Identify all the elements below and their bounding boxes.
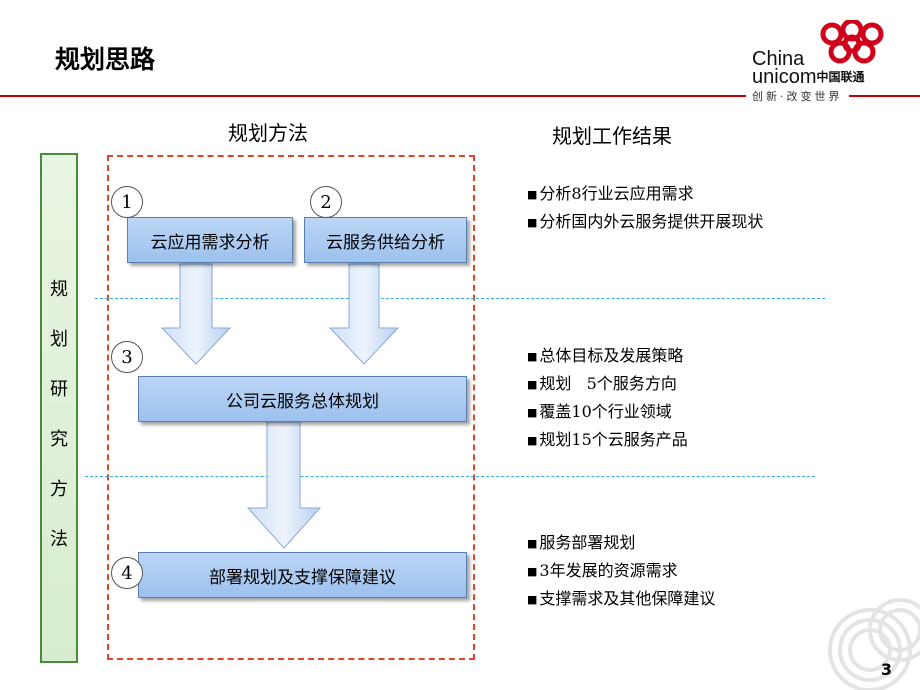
step-box-supply: 云服务供给分析 [304, 217, 467, 263]
sidebar-char: 规 [50, 279, 68, 300]
result-item: ■覆盖10个行业领域 [527, 402, 672, 421]
step-box-demand: 云应用需求分析 [127, 217, 293, 263]
section-divider [85, 476, 815, 477]
step-label: 云服务供给分析 [326, 232, 445, 253]
result-item: ■规划15个云服务产品 [527, 430, 688, 449]
header-divider [0, 95, 920, 97]
arrow-down-icon [328, 263, 400, 365]
bullet-square-icon: ■ [527, 593, 538, 606]
results-group-planning: ■总体目标及发展策略 ■规划 5个服务方向 ■覆盖10个行业领域 ■规划15个云… [527, 342, 688, 454]
step-label: 部署规划及支撑保障建议 [209, 567, 396, 588]
method-heading: 规划方法 [228, 121, 308, 145]
bullet-square-icon: ■ [527, 406, 538, 419]
bullet-square-icon: ■ [527, 565, 538, 578]
arrow-down-icon [246, 421, 322, 549]
sidebar-char: 法 [50, 529, 68, 550]
logo-line2: unicom [752, 66, 817, 88]
method-frame [107, 155, 475, 660]
bullet-square-icon: ■ [527, 188, 538, 201]
results-group-analysis: ■分析8行业云应用需求 ■分析国内外云服务提供开展现状 [527, 180, 763, 236]
step-number-badge: 1 [111, 186, 143, 218]
sidebar-char: 究 [50, 429, 68, 450]
slide-title: 规划思路 [55, 45, 156, 74]
bullet-square-icon: ■ [527, 378, 538, 391]
sidebar-char: 方 [50, 479, 68, 500]
step-label: 公司云服务总体规划 [226, 391, 379, 412]
bullet-square-icon: ■ [527, 537, 538, 550]
watermark-knot-icon [828, 598, 920, 690]
step-number-badge: 2 [310, 186, 342, 218]
step-number-badge: 4 [111, 557, 143, 589]
result-item: ■分析国内外云服务提供开展现状 [527, 212, 764, 231]
result-item: ■规划 5个服务方向 [527, 374, 677, 393]
sidebar-panel [40, 153, 78, 663]
sidebar-char: 划 [50, 329, 68, 350]
logo-slogan: 创新·改变世界 [746, 88, 849, 104]
logo-wordmark: China unicom中国联通 [752, 48, 865, 88]
page-number: 3 [880, 660, 892, 679]
unicom-knot-icon [820, 20, 884, 64]
bullet-square-icon: ■ [527, 216, 538, 229]
result-item: ■服务部署规划 [527, 533, 636, 552]
step-label: 云应用需求分析 [150, 232, 270, 253]
result-item: ■分析8行业云应用需求 [527, 184, 694, 203]
result-item: ■总体目标及发展策略 [527, 346, 684, 365]
arrow-down-icon [160, 263, 232, 365]
section-divider [95, 298, 825, 299]
logo-line1: China [752, 48, 805, 70]
bullet-square-icon: ■ [527, 434, 538, 447]
step-number-badge: 3 [111, 341, 143, 373]
sidebar-char: 研 [50, 379, 68, 400]
step-box-overall-plan: 公司云服务总体规划 [138, 376, 467, 422]
results-group-deployment: ■服务部署规划 ■3年发展的资源需求 ■支撑需求及其他保障建议 [527, 529, 715, 613]
logo-line2-cn: 中国联通 [816, 70, 865, 84]
result-item: ■支撑需求及其他保障建议 [527, 589, 716, 608]
results-heading: 规划工作结果 [552, 124, 672, 148]
step-box-deployment: 部署规划及支撑保障建议 [138, 552, 467, 598]
result-item: ■3年发展的资源需求 [527, 561, 678, 580]
bullet-square-icon: ■ [527, 350, 538, 363]
